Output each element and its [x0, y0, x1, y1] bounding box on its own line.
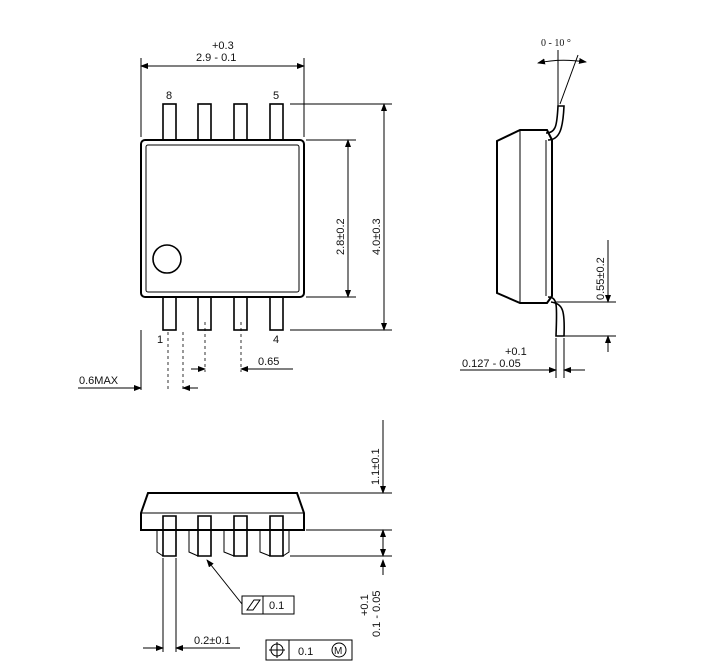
pitch-value: 0.65 — [258, 356, 279, 368]
mmc-icon — [331, 642, 347, 658]
lead-thickness-dimension: +0.1 0.127 - 0.05 — [460, 338, 585, 378]
front-lead-2 — [197, 515, 212, 557]
top-view: 8 5 1 4 +0.3 2.9 - 0.1 2.8±0.2 4.0±0.3 — [78, 40, 392, 391]
front-standoff-dimension: +0.1 0.1 - 0.05 — [359, 559, 386, 637]
pin-label-4: 4 — [273, 334, 279, 346]
pin-label-8: 8 — [166, 90, 172, 102]
lead-max-value: 0.6MAX — [79, 375, 119, 387]
front-height-value: 1.1±0.1 — [370, 448, 382, 485]
standoff-dimension: 0.55±0.2 — [556, 240, 616, 352]
front-height-dimension: 1.1±0.1 — [290, 420, 392, 557]
total-height-value: 4.0±0.3 — [371, 218, 383, 255]
position-frame — [265, 639, 353, 661]
package-body-inner — [145, 144, 300, 293]
lead-8 — [162, 103, 177, 143]
side-body — [496, 129, 553, 304]
front-lead-3 — [233, 515, 248, 557]
front-leads — [156, 515, 290, 557]
side-view: 0 - 10 ° 0.55±0.2 +0.1 0.127 - 0.05 — [460, 38, 616, 378]
lead-max-dimension: 0.6MAX — [78, 330, 198, 391]
thickness-tol-upper: +0.1 — [505, 346, 527, 358]
front-body — [140, 492, 305, 531]
thickness-value: 0.127 - 0.05 — [462, 358, 521, 370]
front-standoff-value: 0.1 - 0.05 — [371, 591, 383, 637]
width-value: 2.9 - 0.1 — [196, 52, 236, 64]
position-callout: 0.1 M — [265, 639, 353, 661]
pin-label-5: 5 — [273, 90, 279, 102]
front-standoff-upper: +0.1 — [359, 594, 371, 616]
lead-6 — [233, 103, 248, 143]
flatness-callout: 0.1 — [206, 559, 295, 615]
lead-width-dimension: 0.2±0.1 — [143, 558, 240, 652]
lead-7 — [197, 103, 212, 143]
flatness-value: 0.1 — [269, 600, 284, 612]
pitch-dimension: 0.65 — [167, 322, 293, 390]
pin-label-1: 1 — [157, 334, 163, 346]
body-height-value: 2.8±0.2 — [335, 218, 347, 255]
pin1-marker — [152, 244, 182, 274]
package-body — [140, 139, 305, 298]
total-height-dimension: 4.0±0.3 — [290, 103, 392, 331]
width-tol-upper: +0.3 — [212, 40, 234, 52]
body-height-dimension: 2.8±0.2 — [306, 139, 356, 298]
angle-dimension: 0 - 10 ° — [537, 38, 587, 106]
flatness-frame — [241, 595, 295, 615]
top-leads — [162, 103, 284, 143]
front-view: 1.1±0.1 +0.1 0.1 - 0.05 0.2±0.1 0.1 — [140, 420, 392, 661]
side-lead-top — [545, 105, 565, 141]
lead-width-value: 0.2±0.1 — [194, 635, 231, 647]
standoff-value: 0.55±0.2 — [595, 257, 607, 300]
width-dimension: +0.3 2.9 - 0.1 — [140, 40, 305, 137]
front-lead-1 — [162, 515, 177, 557]
lead-5 — [269, 103, 284, 143]
side-lead-bottom — [547, 296, 566, 337]
mmc-symbol: M — [334, 646, 342, 657]
flatness-icon — [246, 599, 261, 611]
position-value: 0.1 — [298, 646, 313, 658]
angle-value: 0 - 10 ° — [541, 38, 571, 49]
